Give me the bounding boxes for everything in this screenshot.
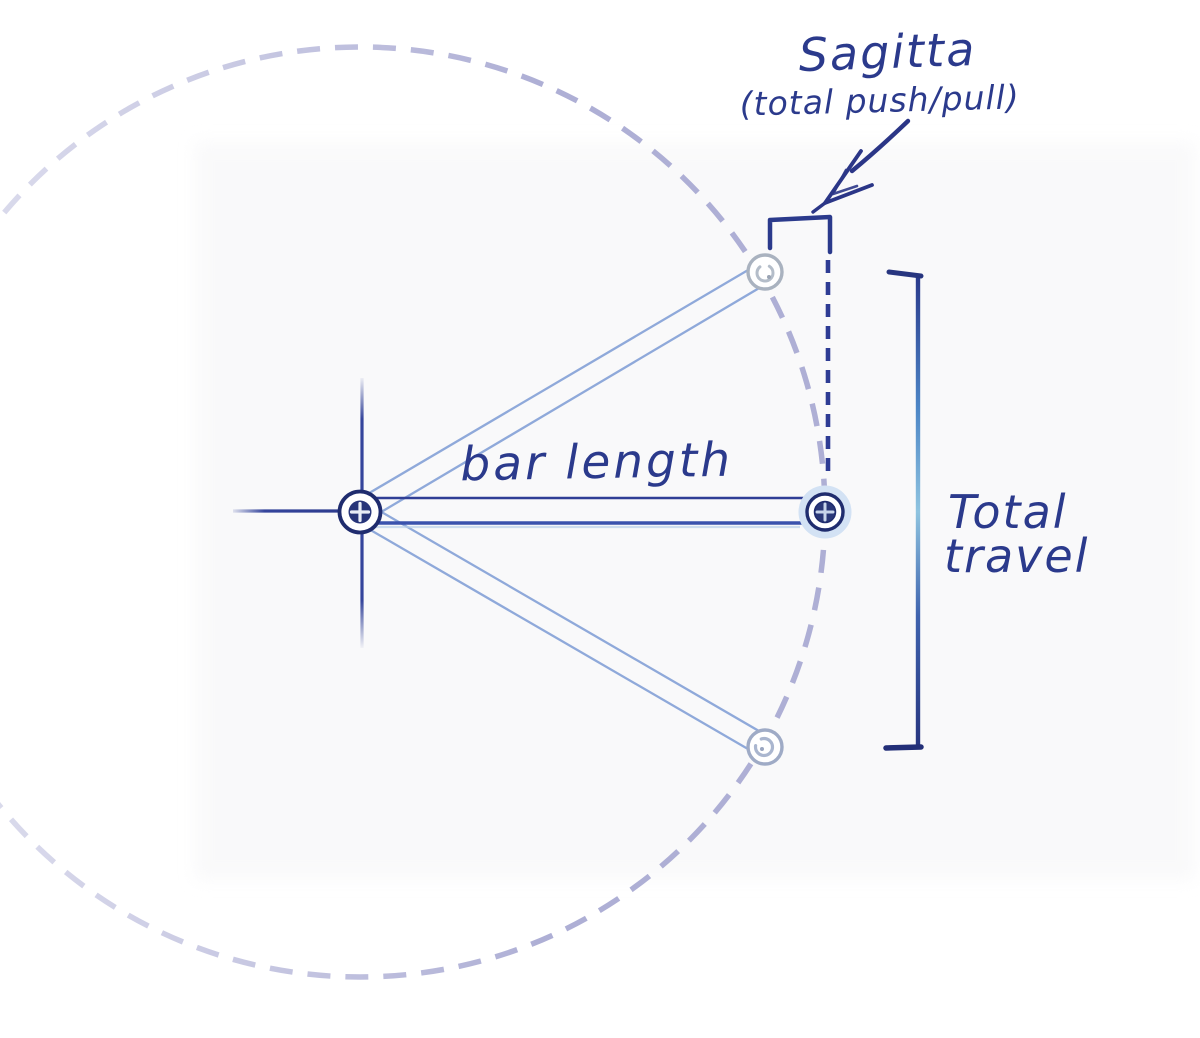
pivot-bar-end [798, 485, 852, 539]
total-travel-bracket [883, 269, 924, 751]
arrow-shaft [849, 118, 911, 174]
pivot-bottom-outer-ring [746, 728, 784, 766]
bar-raised-edge [364, 279, 773, 523]
bar-raised-edge [352, 261, 762, 504]
bar-lowered-position [353, 501, 773, 758]
pivot-top-ghost [746, 253, 784, 291]
arrow-head-inner [831, 168, 859, 196]
pivot-bar-end-halo [798, 485, 852, 539]
sagitta-subtitle-label: (total push/pull) [739, 77, 1020, 123]
bar-horizontal [360, 496, 819, 529]
pivot-top-screw-dot [767, 275, 771, 279]
total-travel-label-line2: travel [944, 529, 1089, 583]
pivot-center [337, 489, 383, 535]
bar-lowered-edge [364, 501, 773, 740]
pivot-bottom-ghost [746, 728, 784, 766]
sagitta-bracket [767, 214, 833, 255]
pivot-bottom-screw [753, 736, 775, 758]
bar-raised-position [352, 261, 773, 523]
total-travel-bracket-top-tick [886, 269, 924, 279]
pivot-top-outer-ring [746, 253, 784, 291]
total-travel-label-line1: Total [948, 485, 1068, 539]
down-left-arrow-icon [811, 118, 911, 214]
bar-length-label: bar length [460, 433, 734, 493]
sagitta-title-label: Sagitta [798, 22, 977, 82]
pivot-bottom-screw-dot [760, 747, 764, 751]
total-travel-bracket-bottom-tick [883, 744, 924, 751]
pivot-top-screw [755, 263, 775, 283]
arrow-tip [811, 201, 827, 214]
bar-lowered-edge [353, 519, 762, 758]
